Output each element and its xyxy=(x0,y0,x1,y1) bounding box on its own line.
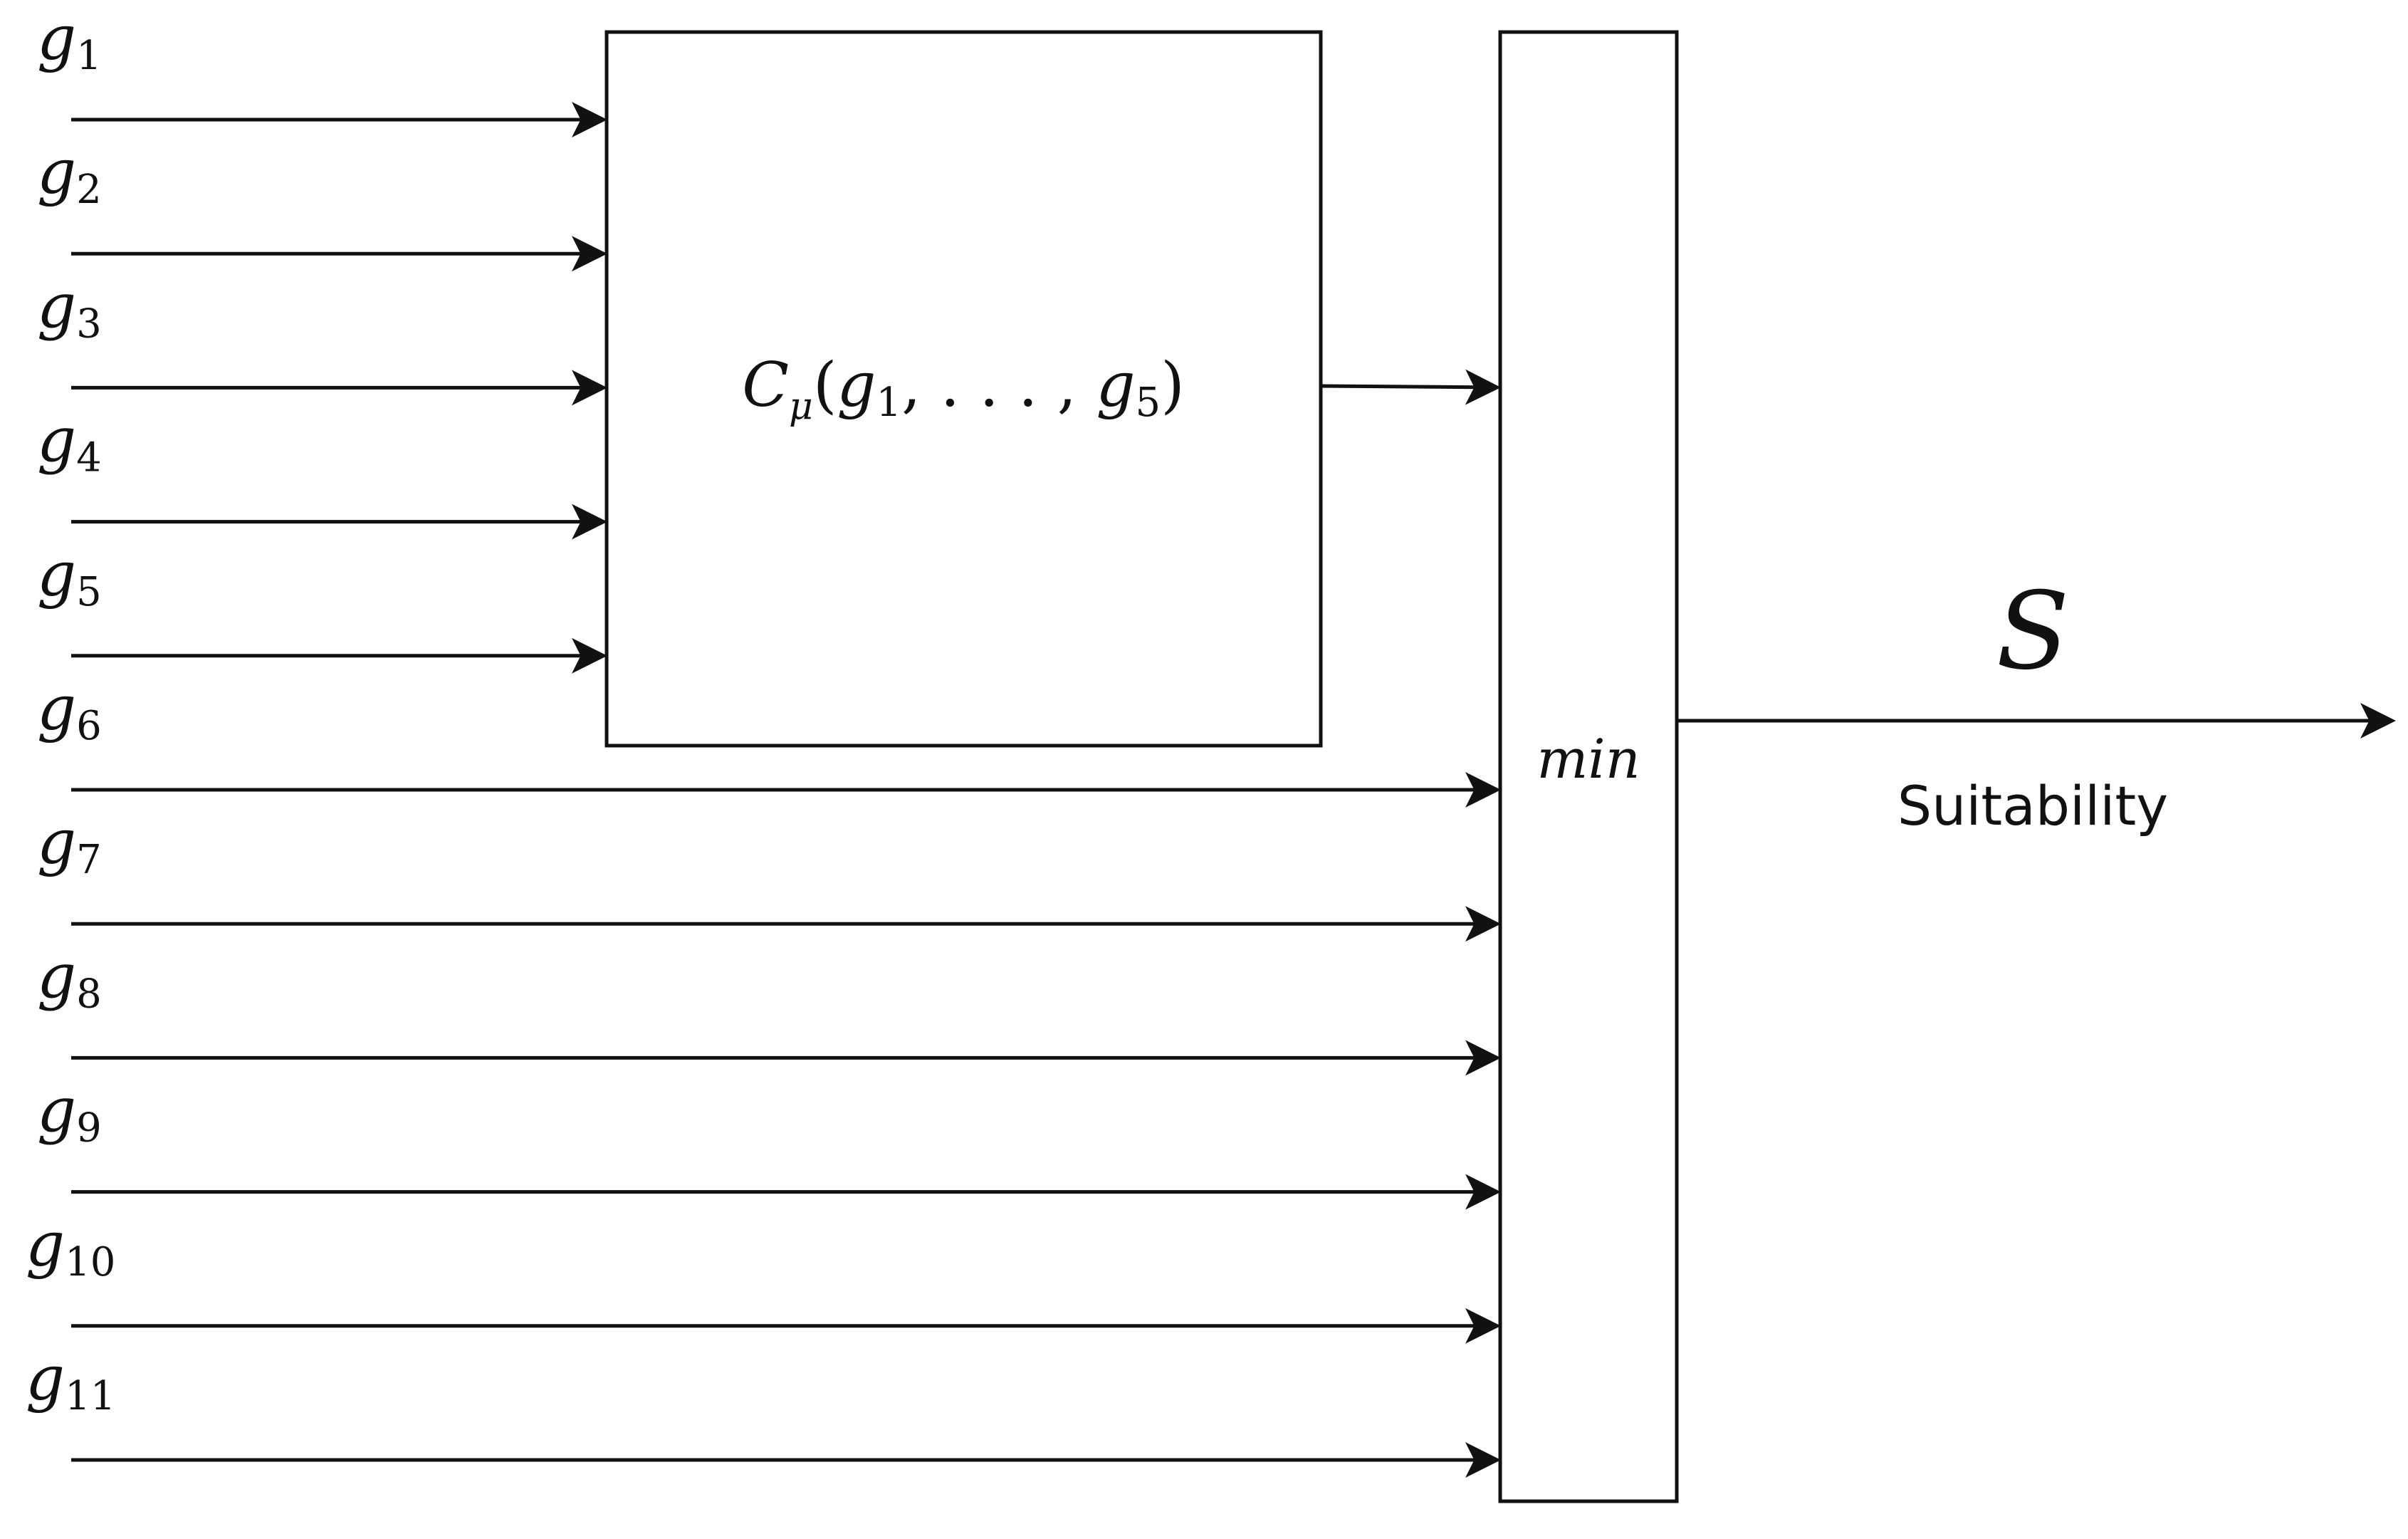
input-label-g3: g3 xyxy=(37,271,102,347)
input-label-g7: g7 xyxy=(37,807,102,883)
output-symbol-s: S xyxy=(1996,570,2070,694)
choquet-to-min-arrow xyxy=(1320,369,1501,405)
input-label-g9: g9 xyxy=(37,1075,102,1152)
input-label-g10: g10 xyxy=(26,1209,115,1285)
input-label-g5: g5 xyxy=(37,539,102,615)
input-label-g11: g11 xyxy=(26,1343,115,1419)
input-label-g1: g1 xyxy=(37,3,102,79)
input-arrows: g1 g2 g3 g4 g5 g6 g7 g8 g9 g10 g11 xyxy=(26,3,1501,1478)
input-label-g4: g4 xyxy=(37,405,102,481)
input-label-g2: g2 xyxy=(37,137,102,213)
choquet-integral-block xyxy=(604,30,1323,748)
input-label-g6: g6 xyxy=(37,673,102,749)
min-operator-label: min xyxy=(1537,727,1640,791)
min-operator-block xyxy=(1498,30,1679,1503)
choquet-integral-formula: Cμ(g1, . . . , g5) xyxy=(742,350,1185,428)
output-caption: Suitability xyxy=(1897,774,2168,838)
input-label-g8: g8 xyxy=(37,941,102,1017)
